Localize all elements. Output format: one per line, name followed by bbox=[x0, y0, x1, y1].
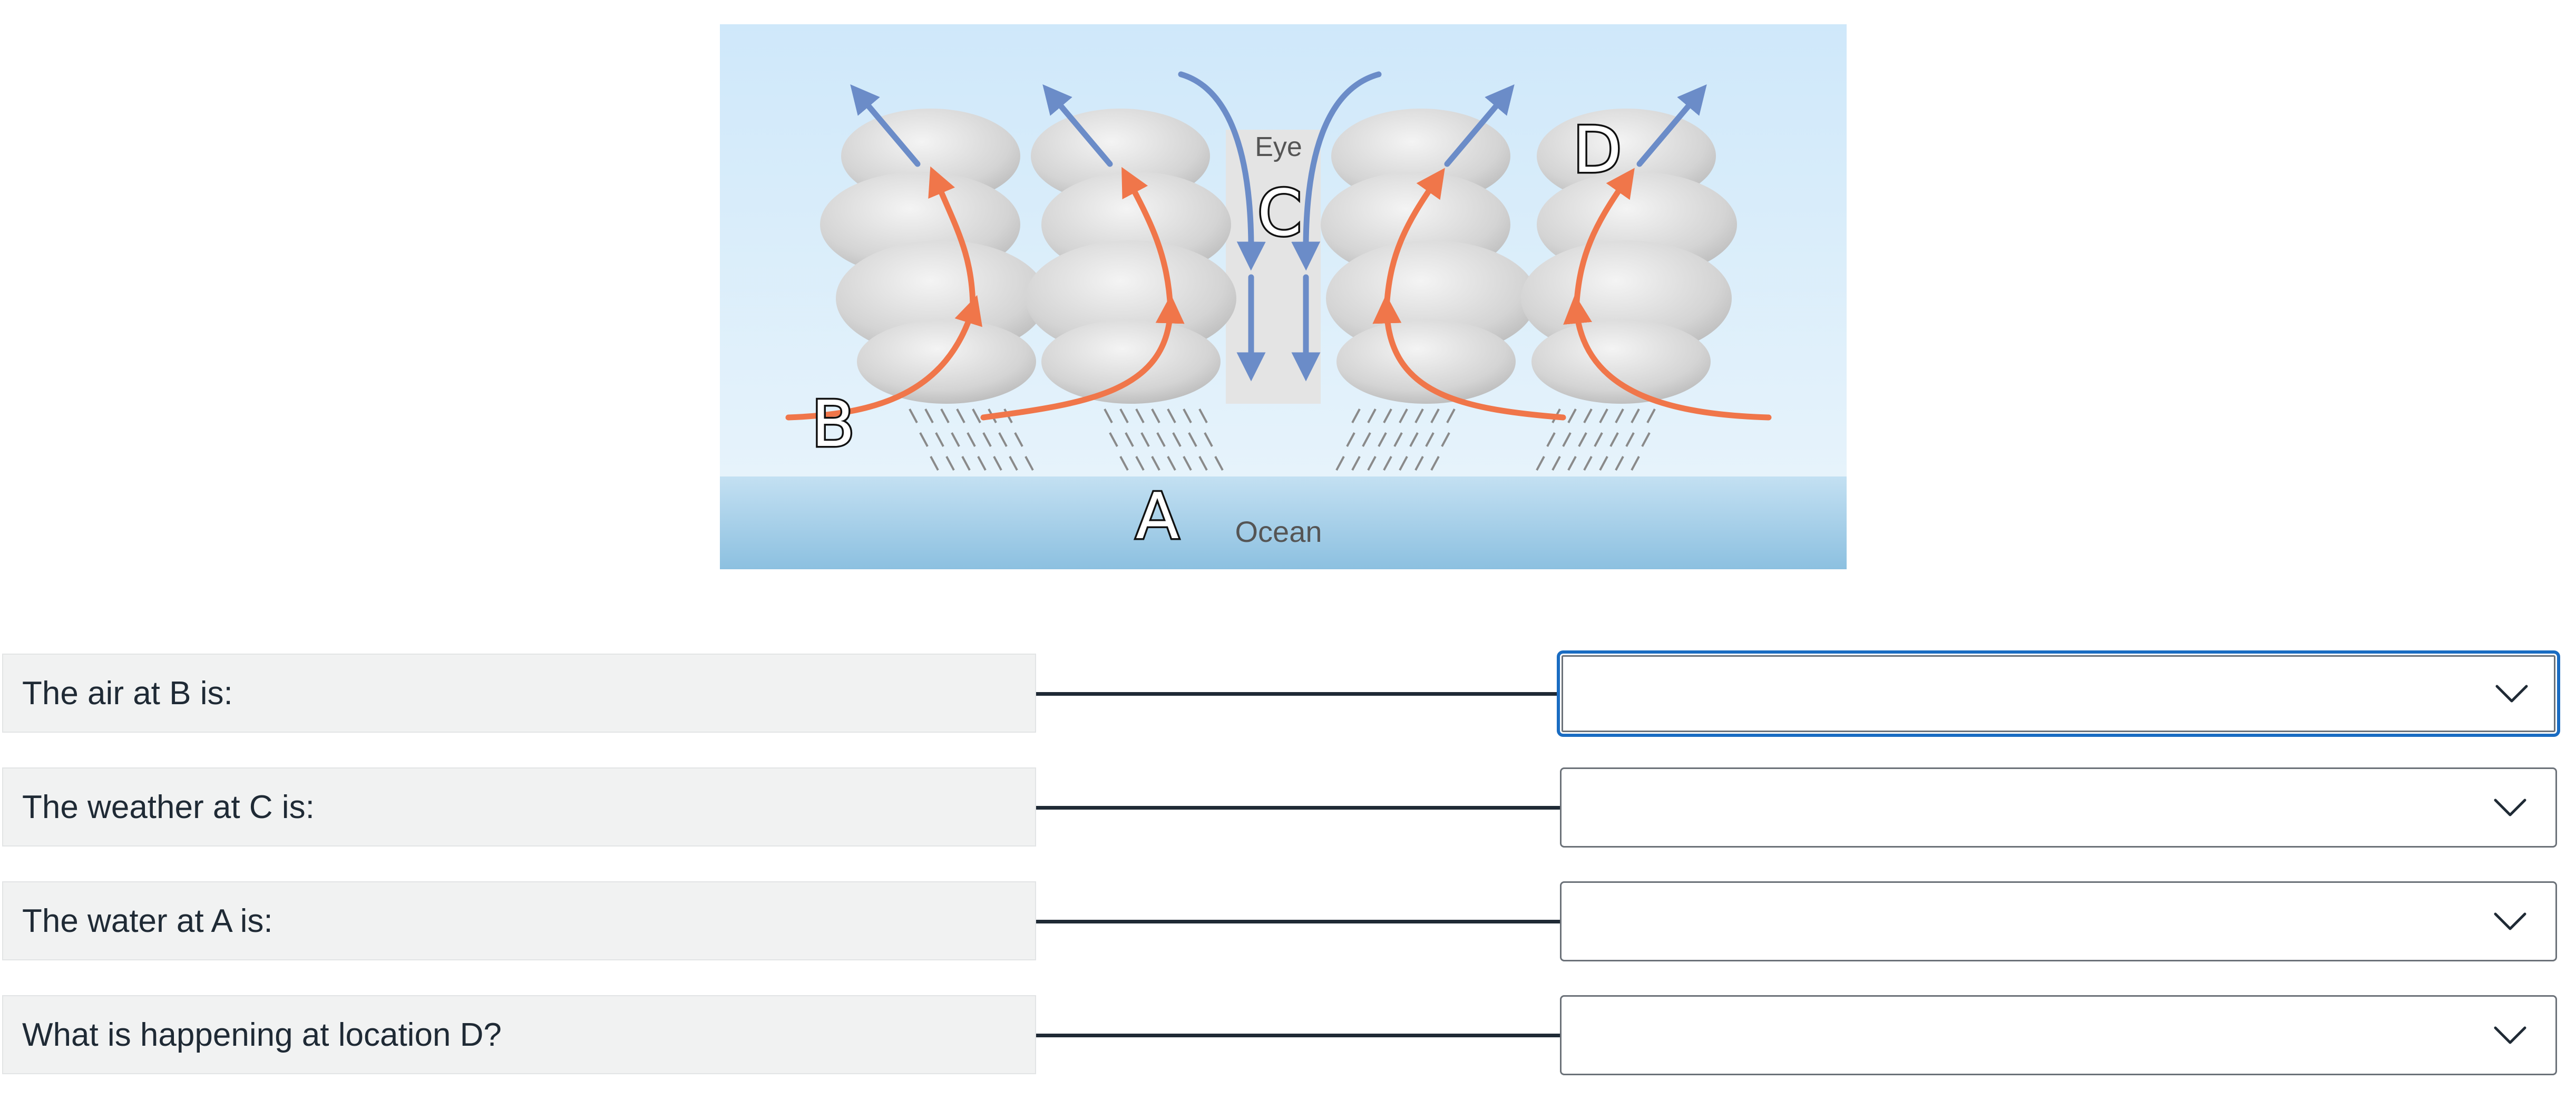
label-b: B bbox=[812, 388, 855, 461]
warm-air-arrows bbox=[785, 166, 1772, 421]
chevron-down-icon bbox=[2494, 912, 2526, 930]
ocean bbox=[720, 476, 1847, 569]
connector-line bbox=[1036, 920, 1560, 923]
label-d: D bbox=[1573, 114, 1622, 187]
connector-line bbox=[1036, 806, 1560, 810]
point-labels: B A C D bbox=[809, 112, 1623, 556]
chevron-down-icon bbox=[2495, 685, 2528, 703]
answer-dropdown[interactable] bbox=[1560, 881, 2557, 961]
question-row: The weather at C is: bbox=[0, 767, 2576, 849]
label-ocean: Ocean bbox=[1235, 515, 1322, 548]
question-prompt: The air at B is: bbox=[2, 654, 1036, 733]
question-prompt: The water at A is: bbox=[2, 881, 1036, 960]
question-row: What is happening at location D? bbox=[0, 995, 2576, 1076]
chevron-down-icon bbox=[2494, 1026, 2526, 1044]
cool-air-arrows bbox=[850, 71, 1707, 382]
answer-dropdown[interactable] bbox=[1557, 650, 2560, 737]
chevron-down-icon bbox=[2494, 799, 2526, 816]
question-row: The water at A is: bbox=[0, 881, 2576, 962]
hurricane-diagram: Eye Ocean B A C D bbox=[720, 24, 1847, 569]
question-row: The air at B is: bbox=[0, 650, 2576, 737]
connector-line bbox=[1036, 692, 1560, 696]
answer-dropdown[interactable] bbox=[1560, 767, 2557, 848]
connector-line bbox=[1036, 1034, 1560, 1037]
question-prompt: The weather at C is: bbox=[2, 767, 1036, 847]
answer-dropdown[interactable] bbox=[1560, 995, 2557, 1075]
label-c: C bbox=[1257, 177, 1302, 250]
question-prompt: What is happening at location D? bbox=[2, 995, 1036, 1074]
clouds bbox=[820, 109, 1737, 404]
label-a: A bbox=[1136, 480, 1179, 553]
label-eye: Eye bbox=[1255, 132, 1302, 162]
